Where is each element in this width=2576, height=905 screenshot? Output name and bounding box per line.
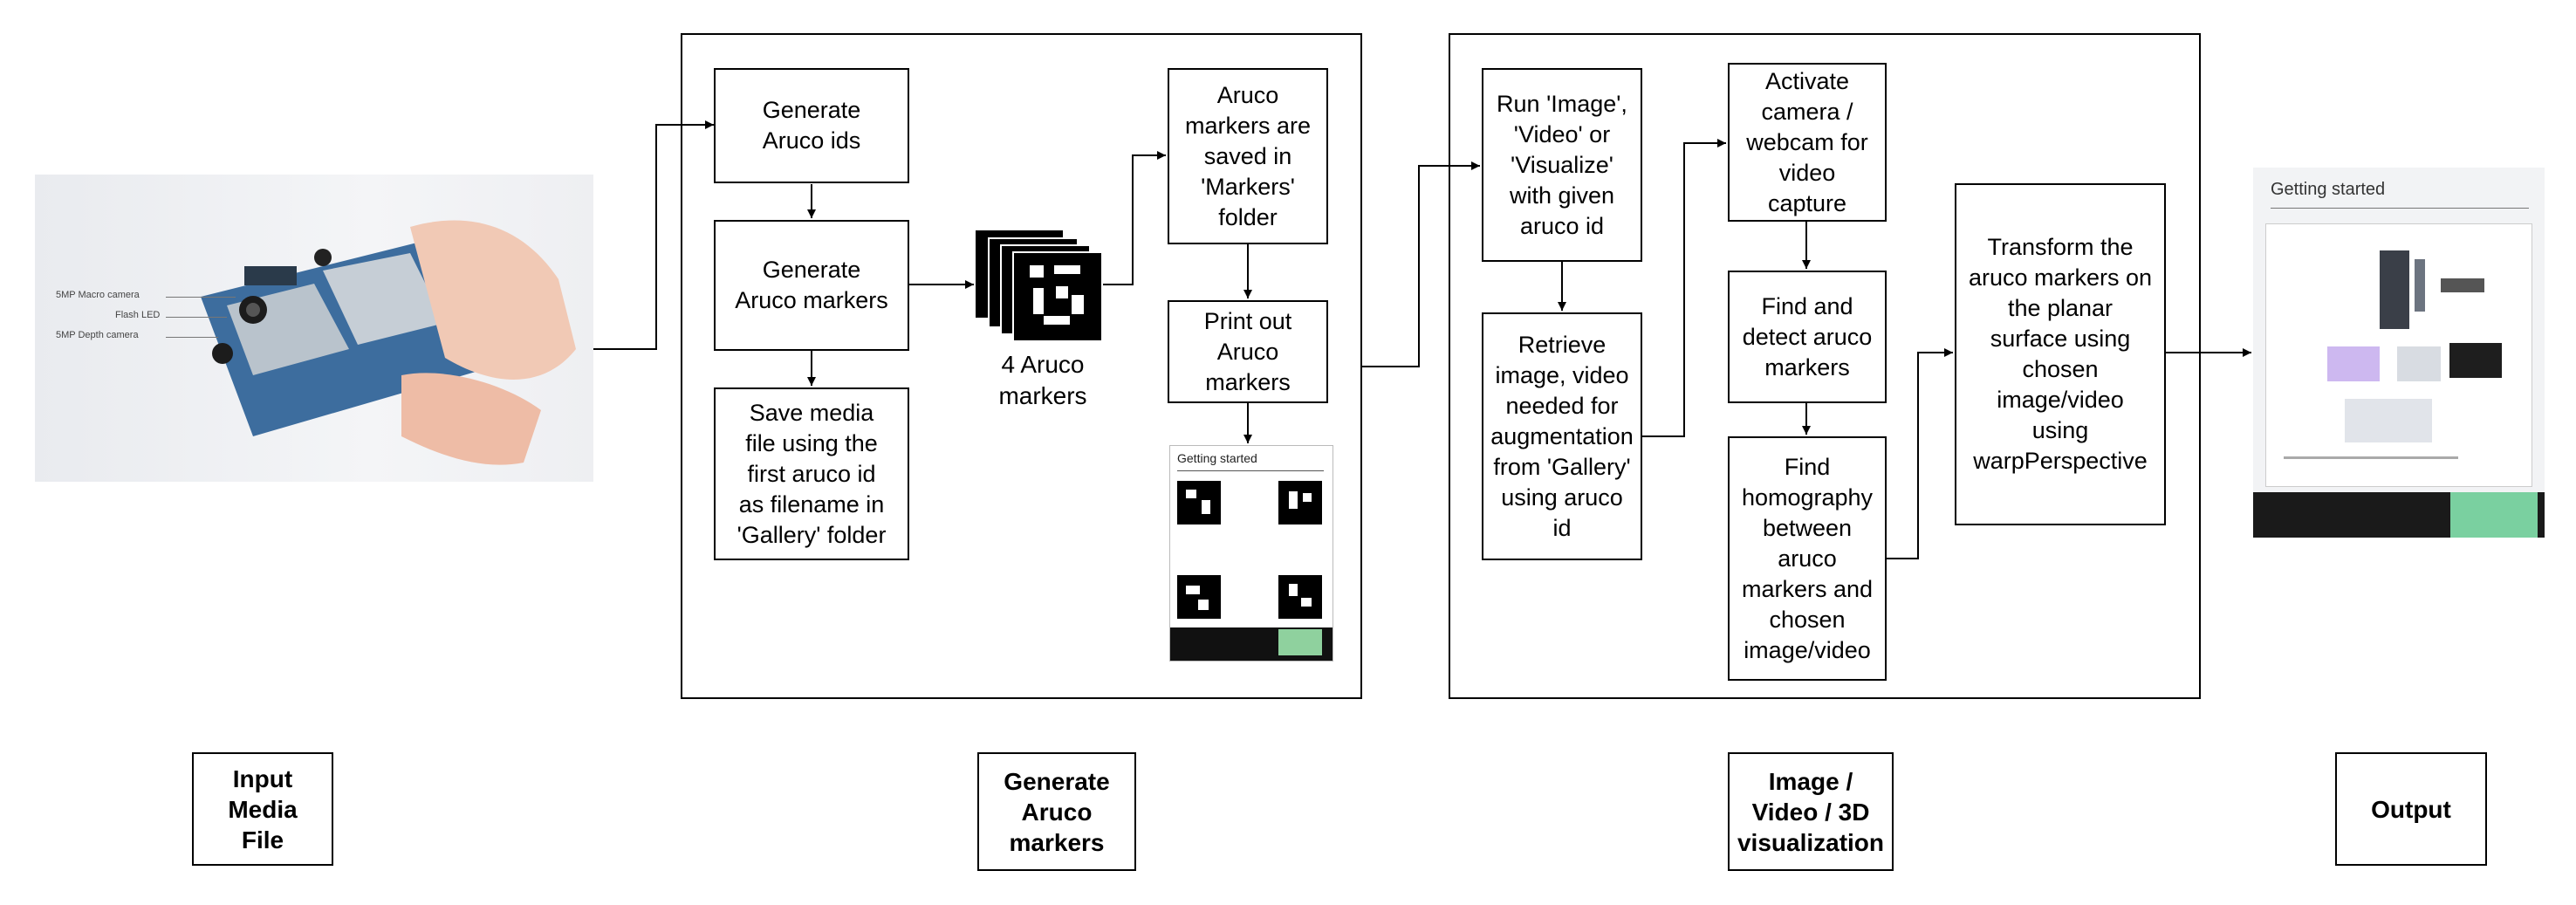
stage-label-input: Input Media File <box>192 752 333 866</box>
aruco-marker <box>1278 481 1322 524</box>
print-markers-step: Print out Aruco markers <box>1168 300 1328 403</box>
output-photo: Getting started <box>2253 168 2545 538</box>
output-color-chip <box>2450 492 2538 538</box>
printed-sheet-title: Getting started <box>1177 451 1257 465</box>
arrow-input-to-generate-ids <box>593 120 714 350</box>
generate-markers-text: Generate Aruco markers <box>735 257 888 313</box>
print-markers-text: Print out Aruco markers <box>1203 307 1292 395</box>
aruco-markers-stack-icon <box>976 230 1103 342</box>
save-media-step: Save media file using the first aruco id… <box>714 387 909 560</box>
markers-caption: 4 Aruco markers <box>998 351 1087 409</box>
annotation-leader <box>166 297 236 298</box>
save-media-text: Save media file using the first aruco id… <box>736 399 887 548</box>
printed-markers-sheet: Getting started <box>1169 445 1333 662</box>
detect-markers-step: Find and detect aruco markers <box>1728 271 1887 403</box>
transform-step: Transform the aruco markers on the plana… <box>1955 183 2166 525</box>
device-glyph <box>2441 278 2484 292</box>
annotation-flash-led: Flash LED <box>115 310 161 320</box>
device-glyph <box>2345 399 2432 442</box>
run-text: Run 'Image', 'Video' or 'Visualize' with… <box>1497 90 1627 239</box>
output-sheet-title: Getting started <box>2271 180 2386 199</box>
aruco-marker <box>1012 251 1103 342</box>
transform-text: Transform the aruco markers on the plana… <box>1968 234 2153 474</box>
generate-markers-step: Generate Aruco markers <box>714 220 909 351</box>
retrieve-text: Retrieve image, video needed for augment… <box>1490 331 1634 541</box>
device-glyph <box>2380 250 2409 329</box>
markers-saved-step: Aruco markers are saved in 'Markers' fol… <box>1168 68 1328 244</box>
visualization-section-frame <box>1449 33 2201 699</box>
arrow-retrieve-to-activate <box>1641 139 1726 437</box>
markers-saved-text: Aruco markers are saved in 'Markers' fol… <box>1184 81 1312 230</box>
generate-ids-text: Generate Aruco ids <box>762 97 861 154</box>
stage-label-visualization: Image / Video / 3D visualization <box>1728 752 1894 871</box>
generate-ids-step: Generate Aruco ids <box>714 68 909 183</box>
stage-label-generate: Generate Aruco markers <box>977 752 1136 871</box>
input-media-photo: 5MP Macro camera Flash LED 5MP Depth cam… <box>35 175 593 482</box>
retrieve-step: Retrieve image, video needed for augment… <box>1482 312 1642 560</box>
homography-text: Find homography between aruco markers an… <box>1741 453 1874 663</box>
augmented-image <box>2265 223 2532 487</box>
stage-label-generate-text: Generate Aruco markers <box>1004 767 1110 856</box>
arrow-homography-to-transform <box>1885 348 1953 559</box>
generate-section-frame <box>681 33 1362 699</box>
device-glyph <box>2449 343 2502 378</box>
activate-camera-step: Activate camera / webcam for video captu… <box>1728 63 1887 222</box>
annotation-leader <box>166 317 227 318</box>
sheet-divider <box>1177 470 1324 471</box>
device-glyph <box>2415 259 2425 312</box>
aruco-marker <box>1177 575 1221 619</box>
device-glyph <box>2327 346 2380 381</box>
aruco-marker <box>1177 481 1221 524</box>
stage-label-output: Output <box>2335 752 2487 866</box>
aruco-marker <box>1278 575 1322 619</box>
run-step: Run 'Image', 'Video' or 'Visualize' with… <box>1482 68 1642 262</box>
pcb-illustration <box>201 220 576 465</box>
stage-label-input-text: Input Media File <box>228 764 298 854</box>
device-glyph <box>2284 456 2458 459</box>
activate-camera-text: Activate camera / webcam for video captu… <box>1746 67 1868 216</box>
annotation-depth-camera: 5MP Depth camera <box>56 330 139 340</box>
arrow-image-to-saved <box>1101 151 1166 285</box>
homography-step: Find homography between aruco markers an… <box>1728 436 1887 681</box>
sheet-color-chip <box>1278 629 1322 655</box>
device-glyph <box>2397 346 2441 381</box>
stage-label-visualization-text: Image / Video / 3D visualization <box>1737 767 1885 856</box>
annotation-macro-camera: 5MP Macro camera <box>56 290 140 300</box>
annotation-leader <box>166 337 218 338</box>
stage-label-output-text: Output <box>2371 795 2451 823</box>
detect-markers-text: Find and detect aruco markers <box>1742 292 1873 381</box>
output-divider <box>2271 208 2529 209</box>
